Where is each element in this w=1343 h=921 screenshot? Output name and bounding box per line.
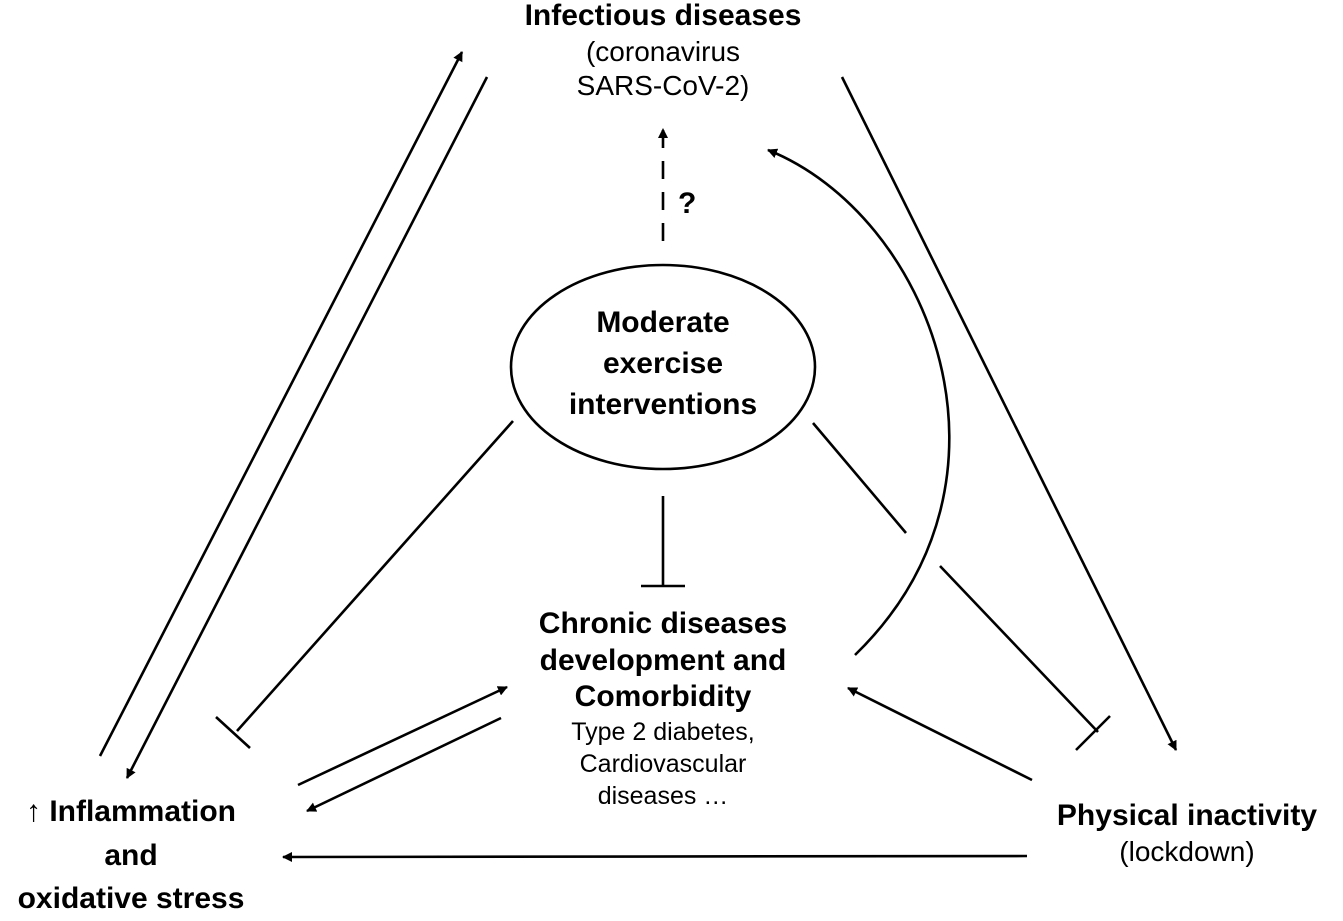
infectious-diseases-node: Infectious diseases (coronavirus SARS-Co… [463,0,863,103]
question-mark: ? [678,187,696,220]
chronic-example-2: Cardiovascular [579,749,747,778]
chronic-example-3: diseases … [597,781,729,810]
inhibit-exercise-to-inflammation [236,420,514,732]
infectious-sub-1: (coronavirus [585,35,741,67]
infectious-sub-2: SARS-CoV-2) [576,69,750,101]
chronic-line-3: Comorbidity [574,680,752,714]
arrow-chronic-to-inflammation [306,716,502,813]
exercise-ellipse [509,263,817,471]
inflammation-line-2: and [104,838,158,872]
inhibit-exercise-to-inactivity-b [939,565,1099,733]
chronic-diseases-node: Chronic diseases development and Comorbi… [493,606,833,812]
arrow-inactivity-to-inflammation [282,851,1028,862]
inactivity-title: Physical inactivity [1056,799,1318,832]
exercise-line-3: interventions [568,387,758,421]
chronic-line-2: development and [539,643,787,677]
inhibit-exercise-to-inactivity-a [812,422,907,534]
infectious-title: Infectious diseases [524,0,802,32]
exercise-node: Moderate exercise interventions [513,303,813,425]
arrow-inactivity-to-chronic [847,686,1033,782]
arrow-infectious-to-inactivity [840,76,1178,751]
inflammation-line-1: ↑ Inflammation [25,795,236,828]
chronic-line-1: Chronic diseases [538,607,788,640]
exercise-line-1: Moderate [596,306,730,339]
chronic-example-1: Type 2 diabetes, [571,717,755,746]
physical-inactivity-node: Physical inactivity (lockdown) [1031,798,1343,869]
exercise-line-2: exercise [602,346,724,380]
arrow-infectious-to-inflammation [125,76,489,779]
arrow-inflammation-to-chronic [297,685,508,787]
arrow-inflammation-to-infectious [98,51,464,757]
inflammation-line-3: oxidative stress [17,882,245,915]
curved-arrow-chronic-to-infectious [767,148,951,656]
inflammation-node: ↑ Inflammation and oxidative stress [0,790,262,921]
inhibit-bar-inactivity [1075,715,1111,751]
inactivity-sub: (lockdown) [1119,835,1255,867]
inhibit-bar-inflammation [215,716,251,749]
